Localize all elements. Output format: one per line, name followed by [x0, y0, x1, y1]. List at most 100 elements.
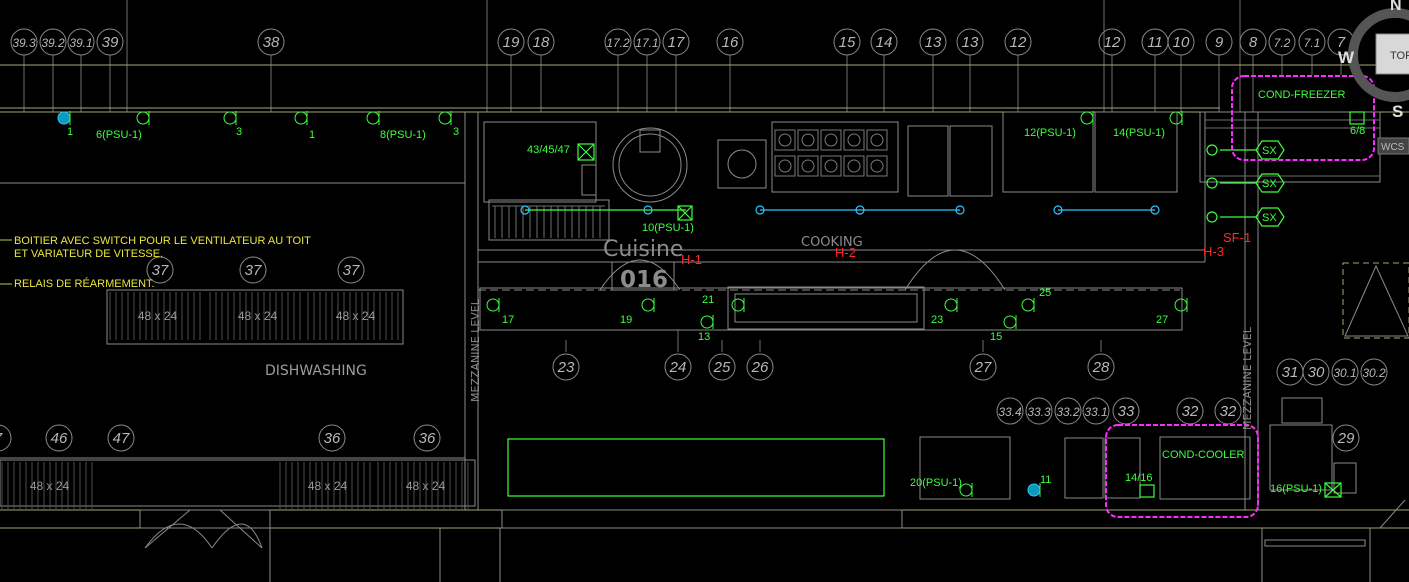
- grid-bubble-g28: 28: [1087, 353, 1115, 381]
- grid-bubble-g33_2: 33.2: [1054, 397, 1082, 425]
- svg-text:32: 32: [1220, 403, 1237, 420]
- grid-bubble-g13a: 13: [919, 28, 947, 56]
- svg-text:33: 33: [1118, 403, 1135, 420]
- circuit-tag-c25: 25: [1039, 287, 1051, 299]
- cond-freezer-label: COND-FREEZER: [1258, 89, 1345, 101]
- svg-text:23: 23: [557, 359, 575, 376]
- svg-text:36: 36: [324, 430, 341, 447]
- condenser-labels: COND-FREEZER COND-COOLER: [1162, 89, 1345, 461]
- compass-west: W: [1338, 48, 1355, 67]
- hood-h2: H-2: [835, 245, 856, 260]
- svg-text:17.2: 17.2: [606, 36, 630, 50]
- compass-north: N: [1390, 0, 1402, 14]
- view-compass[interactable]: TOP N W S WCS: [1338, 0, 1409, 155]
- grid-bubble-g24: 24: [664, 353, 692, 381]
- svg-text:37: 37: [245, 262, 262, 279]
- svg-text:33.2: 33.2: [1056, 405, 1080, 419]
- circuit-tag-c1b: 1: [309, 129, 315, 141]
- hood-h3: H-3: [1203, 244, 1224, 259]
- supply-fan-sf1: SF-1: [1223, 230, 1251, 245]
- svg-text:33.4: 33.4: [998, 405, 1022, 419]
- hood-h1: H-1: [681, 252, 702, 267]
- circuit-tag-c23: 23: [931, 314, 943, 326]
- svg-text:7: 7: [0, 430, 3, 447]
- grid-bubble-g33_1: 33.1: [1082, 397, 1110, 425]
- grid-bubble-g32a: 32: [1176, 397, 1204, 425]
- equipment-size-label: 48 x 24: [238, 309, 278, 323]
- circuit-tag-c10: 10(PSU-1): [642, 222, 694, 234]
- grid-bubble-g14: 14: [870, 28, 898, 56]
- room-label-dishwashing: DISHWASHING: [265, 363, 367, 379]
- circuit-tag-c12: 12(PSU-1): [1024, 127, 1076, 139]
- svg-text:8: 8: [1249, 34, 1258, 51]
- grid-bubble-g19: 19: [497, 28, 525, 56]
- circuit-tag-c27: 27: [1156, 314, 1168, 326]
- circuit-tag-c15: 15: [990, 331, 1002, 343]
- svg-text:7.1: 7.1: [1304, 36, 1321, 50]
- grid-bubble-g32b: 32: [1214, 397, 1242, 425]
- svg-text:7.2: 7.2: [1274, 36, 1291, 50]
- note-line-1: BOITIER AVEC SWITCH POUR LE VENTILATEUR …: [14, 235, 311, 247]
- circuit-tag-c3a: 3: [236, 126, 242, 138]
- grid-bubble-g18: 18: [527, 28, 555, 56]
- circuit-tag-c14: 14(PSU-1): [1113, 127, 1165, 139]
- grid-bubble-g33: 33: [1112, 397, 1140, 425]
- svg-text:46: 46: [51, 430, 68, 447]
- grid-bubble-g17: 17: [662, 28, 690, 56]
- note-line-2: ET VARIATEUR DE VITESSE.: [14, 248, 163, 260]
- circuit-tag-c8: 8(PSU-1): [380, 129, 426, 141]
- revision-clouds: [1105, 75, 1375, 518]
- grid-bubble-g12a: 12: [1004, 28, 1032, 56]
- svg-text:33.1: 33.1: [1084, 405, 1107, 419]
- grid-bubble-g26: 26: [746, 353, 774, 381]
- grid-bubble-g31: 31: [1276, 358, 1304, 386]
- svg-text:26: 26: [751, 359, 769, 376]
- svg-text:37: 37: [343, 262, 360, 279]
- svg-text:28: 28: [1092, 359, 1110, 376]
- svg-text:33.3: 33.3: [1027, 405, 1051, 419]
- walls: [0, 107, 1409, 582]
- grid-bubble-g39: 39: [96, 28, 124, 56]
- mezzanine-label-right: MEZZANINE LEVEL: [1241, 326, 1254, 430]
- svg-text:13: 13: [925, 34, 942, 51]
- compass-south: S: [1392, 102, 1403, 121]
- grid-bubble-g30_1: 30.1: [1331, 358, 1359, 386]
- equipment-size-label: 48 x 24: [138, 309, 178, 323]
- grid-bubble-g30_2: 30.2: [1360, 358, 1388, 386]
- grid-bubble-g29: 29: [1332, 424, 1360, 452]
- grid-bubble-g39_1: 39.1: [67, 28, 95, 56]
- grid-bubble-g9: 9: [1205, 28, 1233, 56]
- sx-tag-3: SX: [1262, 212, 1277, 224]
- svg-text:13: 13: [962, 34, 979, 51]
- kitchen-equipment: [483, 111, 1409, 500]
- general-notes: BOITIER AVEC SWITCH POUR LE VENTILATEUR …: [14, 235, 311, 290]
- svg-text:47: 47: [113, 430, 130, 447]
- circuit-wiring: [0, 111, 1365, 498]
- grid-bubble-g30: 30: [1302, 358, 1330, 386]
- svg-text:12: 12: [1104, 34, 1121, 51]
- svg-text:39.1: 39.1: [69, 36, 92, 50]
- svg-text:7: 7: [1337, 34, 1346, 51]
- svg-text:19: 19: [503, 34, 520, 51]
- svg-text:25: 25: [713, 359, 731, 376]
- circuit-tag-c21: 21: [702, 294, 714, 306]
- grid-bubble-g13b: 13: [956, 28, 984, 56]
- circuit-tag-c19: 19: [620, 314, 632, 326]
- svg-text:11: 11: [1147, 34, 1163, 51]
- svg-text:12: 12: [1010, 34, 1027, 51]
- room-labels: Cuisine 016 COOKING DISHWASHING MEZZANIN…: [265, 235, 1254, 430]
- circuit-tag-c17: 17: [502, 314, 514, 326]
- grid-bubble-g25: 25: [708, 353, 736, 381]
- grid-bubble-g11: 11: [1141, 28, 1169, 56]
- circuit-tag-c14_16: 14/16: [1125, 472, 1153, 484]
- grid-bubble-g7_2: 7.2: [1268, 28, 1296, 56]
- svg-text:37: 37: [152, 262, 169, 279]
- hood-labels: H-1 H-2 H-3 SF-1: [681, 230, 1251, 267]
- room-name-cuisine: Cuisine: [603, 237, 683, 262]
- circuit-tag-c3b: 3: [453, 126, 459, 138]
- svg-text:30: 30: [1308, 364, 1325, 381]
- grid-bubble-g33_4: 33.4: [996, 397, 1024, 425]
